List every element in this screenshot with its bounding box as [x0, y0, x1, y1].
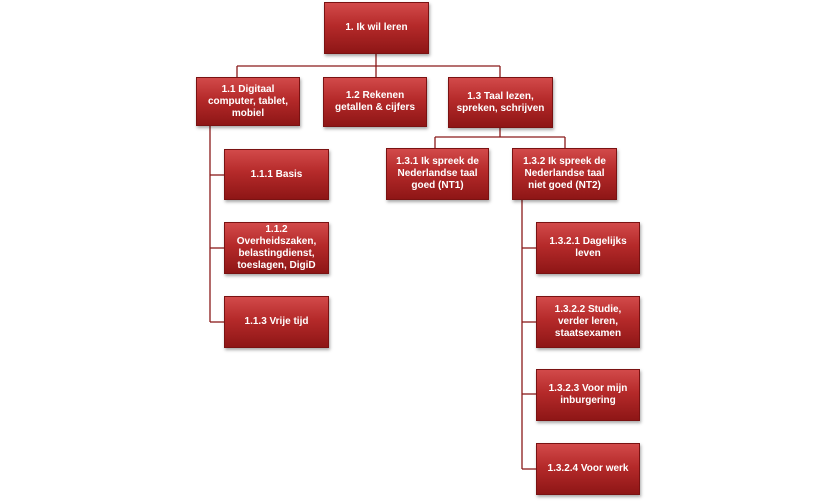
node-label: 1.3 Taal lezen, spreken, schrijven	[456, 90, 545, 114]
node-1-root[interactable]: 1. Ik wil leren	[324, 2, 429, 54]
node-1-1-1-basis[interactable]: 1.1.1 Basis	[224, 149, 329, 200]
node-label: 1.3.2 Ik spreek de Nederlandse taal niet…	[523, 156, 606, 191]
node-1-1-digitaal[interactable]: 1.1 Digitaal computer, tablet, mobiel	[196, 77, 300, 126]
node-label: 1.1.2 Overheidszaken, belastingdienst, t…	[236, 224, 317, 271]
node-1-3-2-1-dagelijks-leven[interactable]: 1.3.2.1 Dagelijks leven	[536, 222, 640, 274]
node-1-1-3-vrije-tijd[interactable]: 1.1.3 Vrije tijd	[224, 296, 329, 348]
node-label: 1.1.1 Basis	[250, 168, 303, 180]
node-label: 1. Ik wil leren	[345, 22, 408, 33]
node-label: 1.3.2.4 Voor werk	[547, 463, 629, 474]
node-1-1-2-overheidszaken[interactable]: 1.1.2 Overheidszaken, belastingdienst, t…	[224, 222, 329, 274]
node-1-3-2-nt2[interactable]: 1.3.2 Ik spreek de Nederlandse taal niet…	[512, 148, 617, 200]
node-label: 1.3.2.3 Voor mijn inburgering	[548, 383, 628, 406]
node-1-3-2-3-inburgering[interactable]: 1.3.2.3 Voor mijn inburgering	[536, 369, 640, 421]
node-label: 1.1.3 Vrije tijd	[244, 316, 309, 327]
node-label: 1.1 Digitaal computer, tablet, mobiel	[207, 83, 288, 119]
node-label: 1.2 Rekenen getallen & cijfers	[334, 90, 416, 113]
node-1-2-rekenen[interactable]: 1.2 Rekenen getallen & cijfers	[323, 77, 427, 127]
node-label: 1.3.2.1 Dagelijks leven	[549, 236, 627, 259]
node-label: 1.3.1 Ik spreek de Nederlandse taal goed…	[396, 156, 479, 191]
node-label: 1.3.2.2 Studie, verder leren, staatsexam…	[554, 304, 622, 339]
node-1-3-1-nt1[interactable]: 1.3.1 Ik spreek de Nederlandse taal goed…	[386, 148, 489, 200]
node-1-3-2-4-werk[interactable]: 1.3.2.4 Voor werk	[536, 443, 640, 495]
node-1-3-2-2-studie[interactable]: 1.3.2.2 Studie, verder leren, staatsexam…	[536, 296, 640, 348]
node-1-3-taal[interactable]: 1.3 Taal lezen, spreken, schrijven	[448, 77, 553, 128]
